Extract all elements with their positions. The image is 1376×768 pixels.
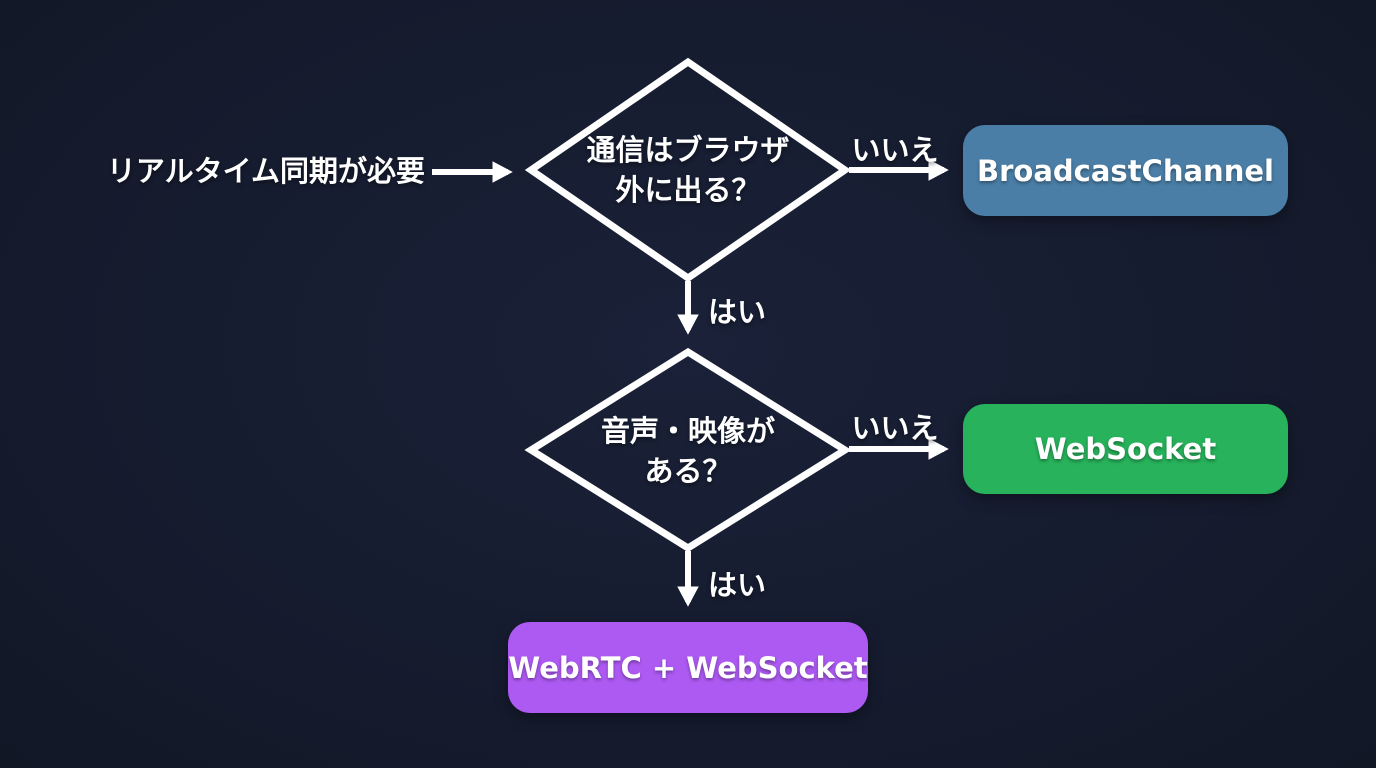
edge-label-decision2-yes: はい [708, 568, 767, 602]
decision2-diamond-shape [524, 347, 852, 553]
decision1-diamond-shape [524, 57, 852, 283]
decision1-text-line1: 通信はブラウザ [586, 133, 790, 167]
decision1-text: 通信はブラウザ 外に出る？ [531, 62, 845, 278]
edge-label-decision1-no: いいえ [851, 133, 939, 167]
decision1-text-line2: 外に出る？ [615, 173, 761, 207]
decision2-text-line2: ある？ [644, 453, 732, 488]
decision2-text: 音声・映像が ある？ [531, 352, 845, 549]
result-node-broadcastchannel: BroadcastChannel [963, 125, 1288, 216]
start-node-label: リアルタイム同期が必要 [106, 154, 426, 188]
edge-label-decision2-no: いいえ [851, 411, 939, 445]
decision2-text-line1: 音声・映像が [600, 413, 775, 448]
result-node-websocket: WebSocket [963, 404, 1288, 494]
edge-label-decision1-yes: はい [708, 295, 767, 329]
result-node-webrtc-websocket: WebRTC + WebSocket [508, 622, 868, 713]
